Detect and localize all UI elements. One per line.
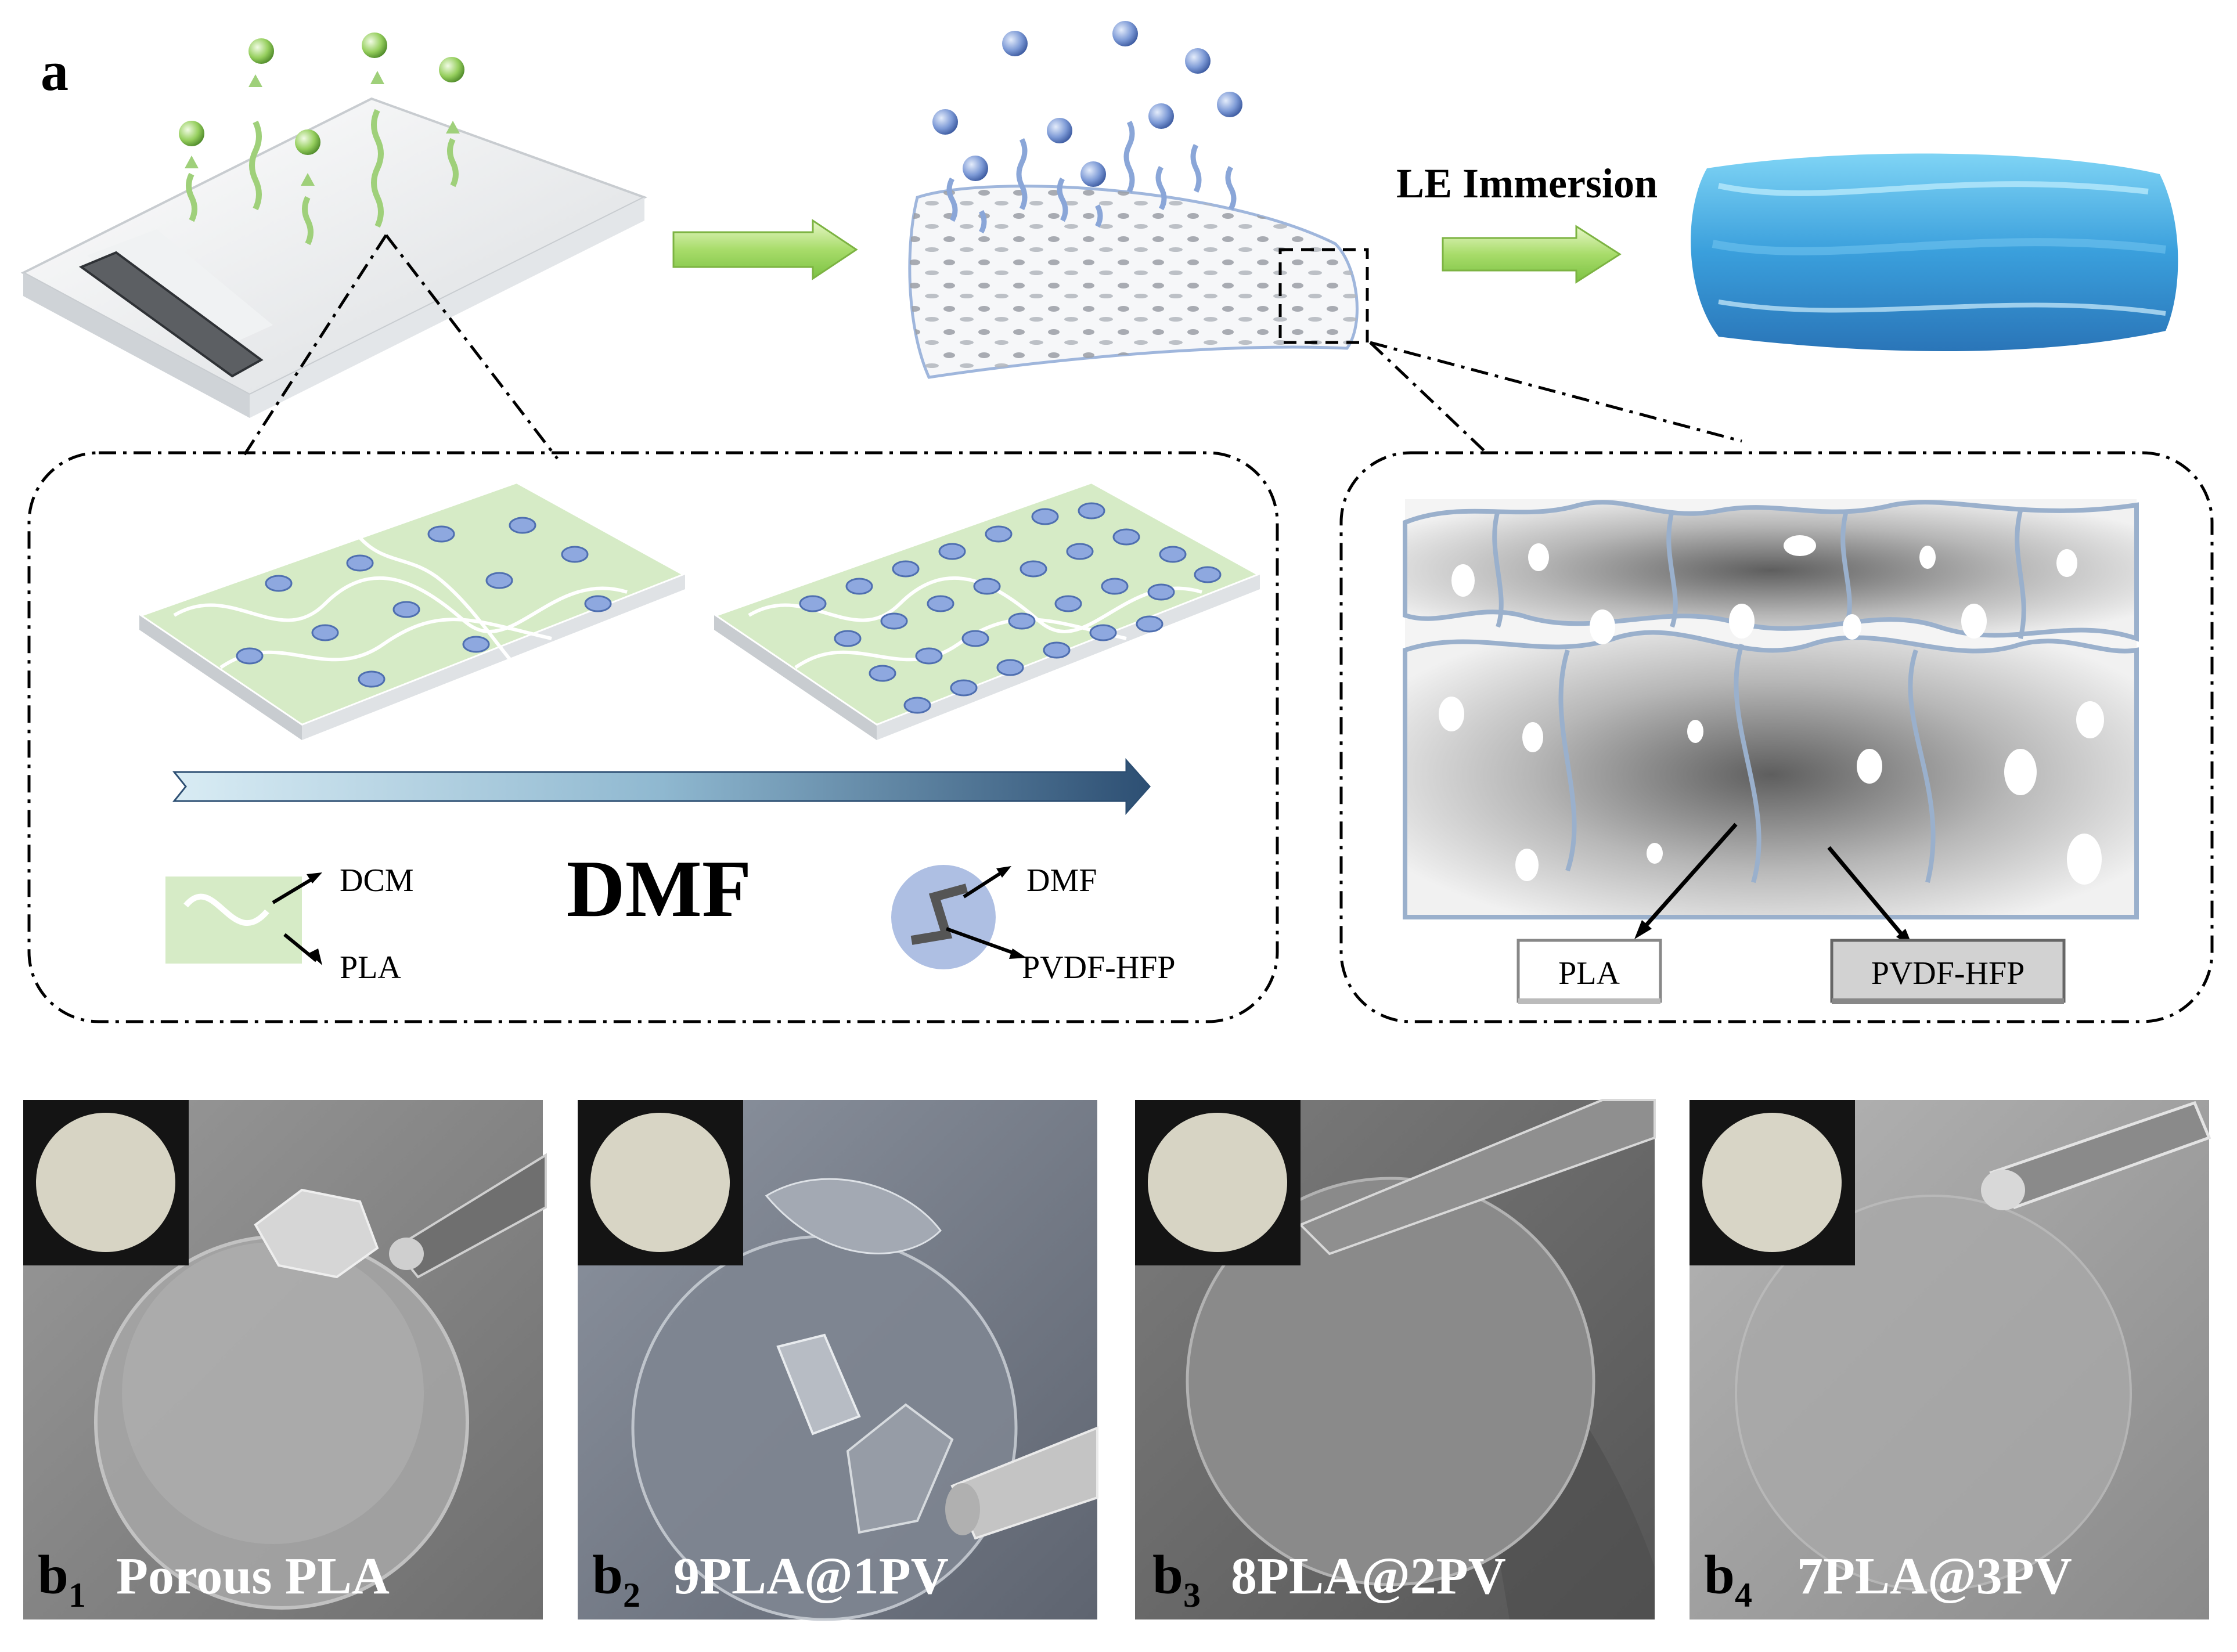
pore-structure-box: [1339, 451, 2214, 1023]
b4-title: 7PLA@3PV: [1797, 1548, 2072, 1605]
photo-panel-b3: [1135, 1099, 1656, 1619]
legend-dmf-label: DMF: [1026, 863, 1097, 899]
b4-subscript: 4: [1735, 1576, 1752, 1614]
dmf-gradient-arrow: [172, 758, 1151, 815]
legend-pvdf-hfp-label: PVDF-HFP: [1022, 950, 1176, 986]
zoom-connector-lines: [242, 234, 1742, 460]
film-early-stage: [135, 479, 690, 740]
legend-dcm-label: DCM: [340, 863, 414, 899]
b3-title: 8PLA@2PV: [1231, 1548, 1506, 1605]
process-arrow-1: [672, 219, 858, 280]
film-late-stage: [710, 479, 1265, 740]
b2-subscript: 2: [623, 1576, 640, 1614]
glass-slide-casting: [20, 33, 648, 418]
legend-pvdf-dmf: [891, 865, 1026, 969]
panel-a-letter: a: [41, 40, 69, 102]
process-arrow-2: [1442, 225, 1622, 284]
b3-subscript: 3: [1183, 1576, 1201, 1614]
photo-panel-b2: [578, 1100, 1098, 1621]
structure-pla-label: PLA: [1558, 955, 1620, 991]
b4-letter: b: [1704, 1544, 1735, 1606]
electrolyte-soaked-membrane: [1691, 153, 2178, 351]
pla-label-box: [1516, 939, 1662, 1004]
photo-panel-b1: [23, 1100, 547, 1619]
zoom-box: [1278, 248, 1369, 344]
honeycomb-pore-structure: [1403, 499, 2139, 947]
photo-panel-b4: [1690, 1100, 2211, 1619]
dcm-molecules: [179, 33, 464, 246]
pvdf-hfp-label-box: [1830, 939, 2066, 1004]
b1-subscript: 1: [69, 1576, 86, 1614]
b1-title: Porous PLA: [116, 1548, 390, 1605]
b3-letter: b: [1152, 1544, 1183, 1606]
legend-pla-dcm: [165, 872, 322, 965]
le-immersion-label: LE Immersion: [1396, 160, 1658, 207]
casting-blade: [78, 251, 264, 378]
legend-pla-label: PLA: [340, 950, 401, 986]
dmf-molecules: [932, 21, 1242, 234]
b1-letter: b: [38, 1544, 69, 1606]
structure-pvdf-hfp-label: PVDF-HFP: [1871, 955, 2025, 991]
b2-letter: b: [592, 1544, 623, 1606]
b2-title: 9PLA@1PV: [673, 1548, 949, 1605]
dmf-main-label: DMF: [567, 844, 752, 934]
porous-membrane: [908, 21, 1369, 379]
phase-separation-box: [27, 451, 1279, 1023]
